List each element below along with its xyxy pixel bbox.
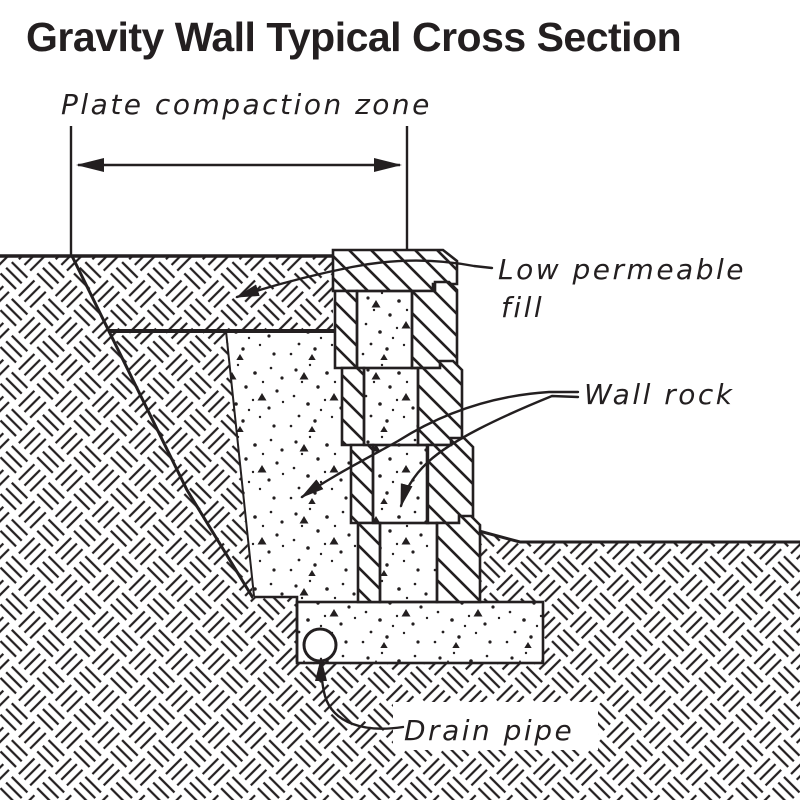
wall-rock-leader-arrow-core: [399, 394, 580, 508]
course2-core-fill: [362, 366, 420, 447]
course2-face-block: [416, 359, 464, 447]
low-permeable-fill-label-line1: Low permeable: [498, 253, 746, 286]
plate-compaction-dimension: [69, 126, 409, 256]
soil-hatch-area: [0, 256, 800, 800]
low-permeable-fill-leader-arrow: [235, 259, 494, 299]
course4-core-fill: [378, 521, 439, 604]
drain-pipe-label: Drain pipe: [404, 714, 574, 747]
course3-core-fill: [371, 443, 430, 525]
course4-face-block: [435, 514, 482, 604]
drain-pipe-leader-arrow: [315, 657, 405, 730]
excavation-cut-line: [70, 255, 255, 599]
wall-rock-boundary-line: [225, 330, 255, 597]
plate-compaction-zone-label: Plate compaction zone: [61, 88, 432, 121]
course4-stem-block: [356, 521, 382, 604]
drain-pipe-label-background: [393, 702, 598, 750]
wall-rock-label: Wall rock: [584, 378, 735, 411]
course1-stem-block: [333, 289, 359, 370]
ground-line-front: [478, 529, 800, 544]
excavation-step-line: [254, 595, 299, 662]
course1-face-block: [410, 280, 459, 370]
course3-face-block: [425, 436, 475, 525]
diagram-title: Gravity Wall Typical Cross Section: [26, 14, 682, 60]
course2-stem-block: [340, 366, 366, 447]
wall-rock-leader-arrow-zone: [300, 390, 580, 499]
wall-blocks: [331, 248, 482, 604]
course1-core-fill: [355, 289, 414, 370]
drain-pipe-circle: [302, 627, 338, 663]
low-permeable-fill-label-line2: fill: [501, 291, 544, 324]
gravel-pad: [295, 600, 545, 665]
wall-rock-zone: [226, 331, 357, 602]
